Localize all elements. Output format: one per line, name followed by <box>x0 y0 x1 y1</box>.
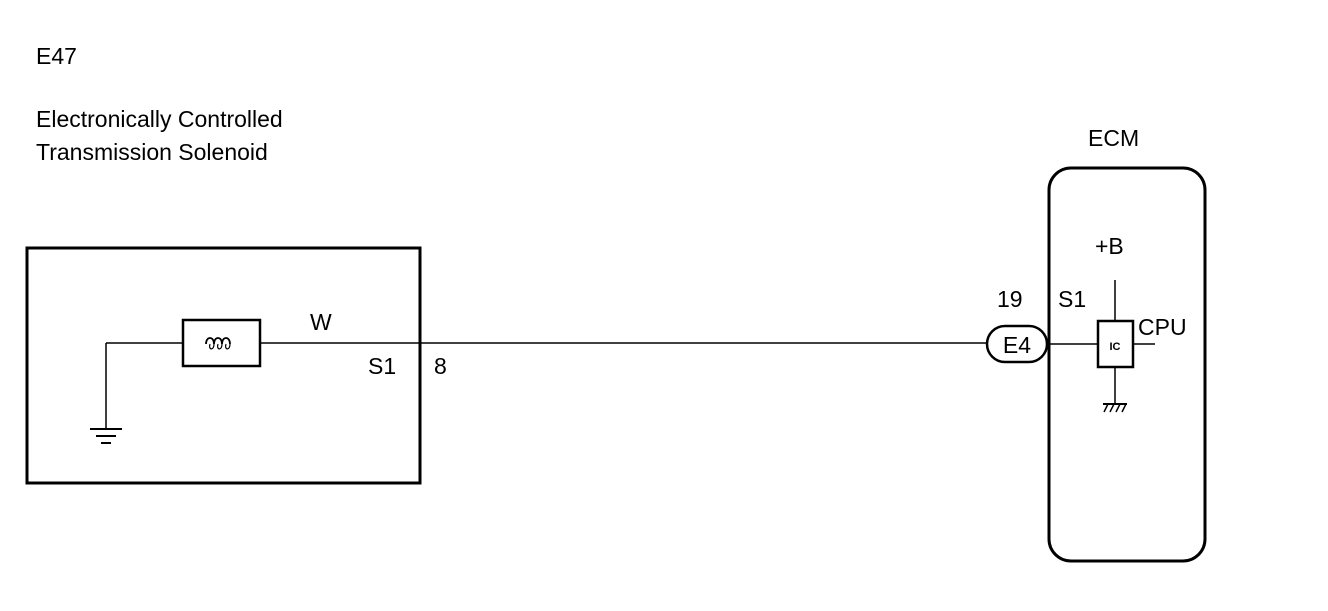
chassis-ground-icon <box>90 428 122 444</box>
ecm-connector-id: E4 <box>1003 332 1031 358</box>
ic-label: IC <box>1110 341 1121 353</box>
signal-ground-icon <box>1103 403 1127 413</box>
ecm-terminal-name: S1 <box>1058 286 1086 312</box>
ecm-box <box>1047 166 1207 563</box>
ic-block <box>1096 319 1135 369</box>
ecm-cpu-label: CPU <box>1138 314 1187 340</box>
component-terminal-pin: 8 <box>434 353 447 379</box>
ecm-supply-label: +B <box>1095 233 1124 259</box>
ecm-pin-number: 19 <box>997 286 1023 312</box>
component-box <box>25 246 422 485</box>
ecm-title: ECM <box>1088 125 1139 151</box>
solenoid-coil-icon <box>181 318 262 368</box>
component-id: E47 <box>36 43 77 69</box>
wire-color-code: W <box>310 309 332 335</box>
component-terminal-name: S1 <box>368 353 396 379</box>
component-name-line1: Electronically Controlled <box>36 106 283 132</box>
component-name-line2: Transmission Solenoid <box>36 139 268 165</box>
